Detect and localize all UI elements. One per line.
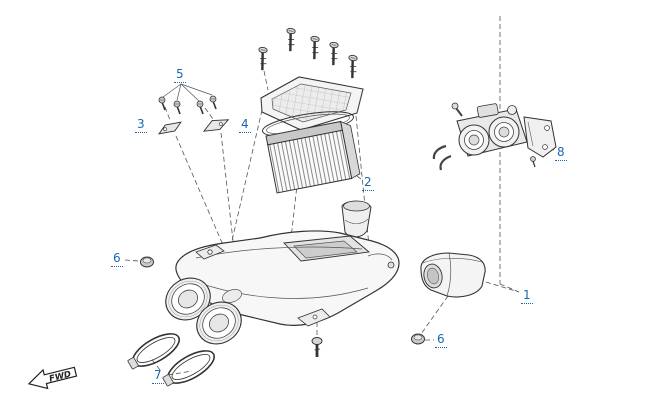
air-duct — [420, 252, 486, 298]
fwd-arrow: FWD — [27, 366, 78, 390]
fwd-label: FWD — [48, 369, 72, 384]
intake-adapter — [341, 200, 372, 238]
callout-6-right[interactable]: 6 — [435, 332, 447, 348]
hose-clamps — [127, 333, 215, 387]
air-filter-element — [265, 120, 361, 194]
airbox-cover — [260, 76, 364, 131]
throttle-body — [432, 102, 557, 171]
grommet-right — [411, 333, 425, 345]
grommet-left — [140, 256, 154, 268]
callout-2[interactable]: 2 — [362, 175, 374, 191]
airbox-housing — [175, 230, 400, 327]
leader-lines — [124, 16, 555, 376]
callout-1[interactable]: 1 — [521, 288, 533, 304]
callout-8[interactable]: 8 — [555, 145, 567, 161]
intake-boots — [165, 277, 242, 345]
callout-6-left[interactable]: 6 — [111, 251, 123, 267]
bracket-right — [202, 119, 230, 132]
drain-bolt — [311, 337, 323, 357]
callout-3[interactable]: 3 — [135, 117, 147, 133]
callout-7[interactable]: 7 — [152, 368, 164, 384]
callout-4[interactable]: 4 — [239, 117, 251, 133]
callout-5[interactable]: 5 — [174, 67, 186, 83]
cover-screws — [258, 27, 358, 79]
callout-5-branch-lines — [162, 83, 213, 102]
bracket-left — [158, 121, 182, 135]
small-mounting-screws — [158, 95, 217, 115]
